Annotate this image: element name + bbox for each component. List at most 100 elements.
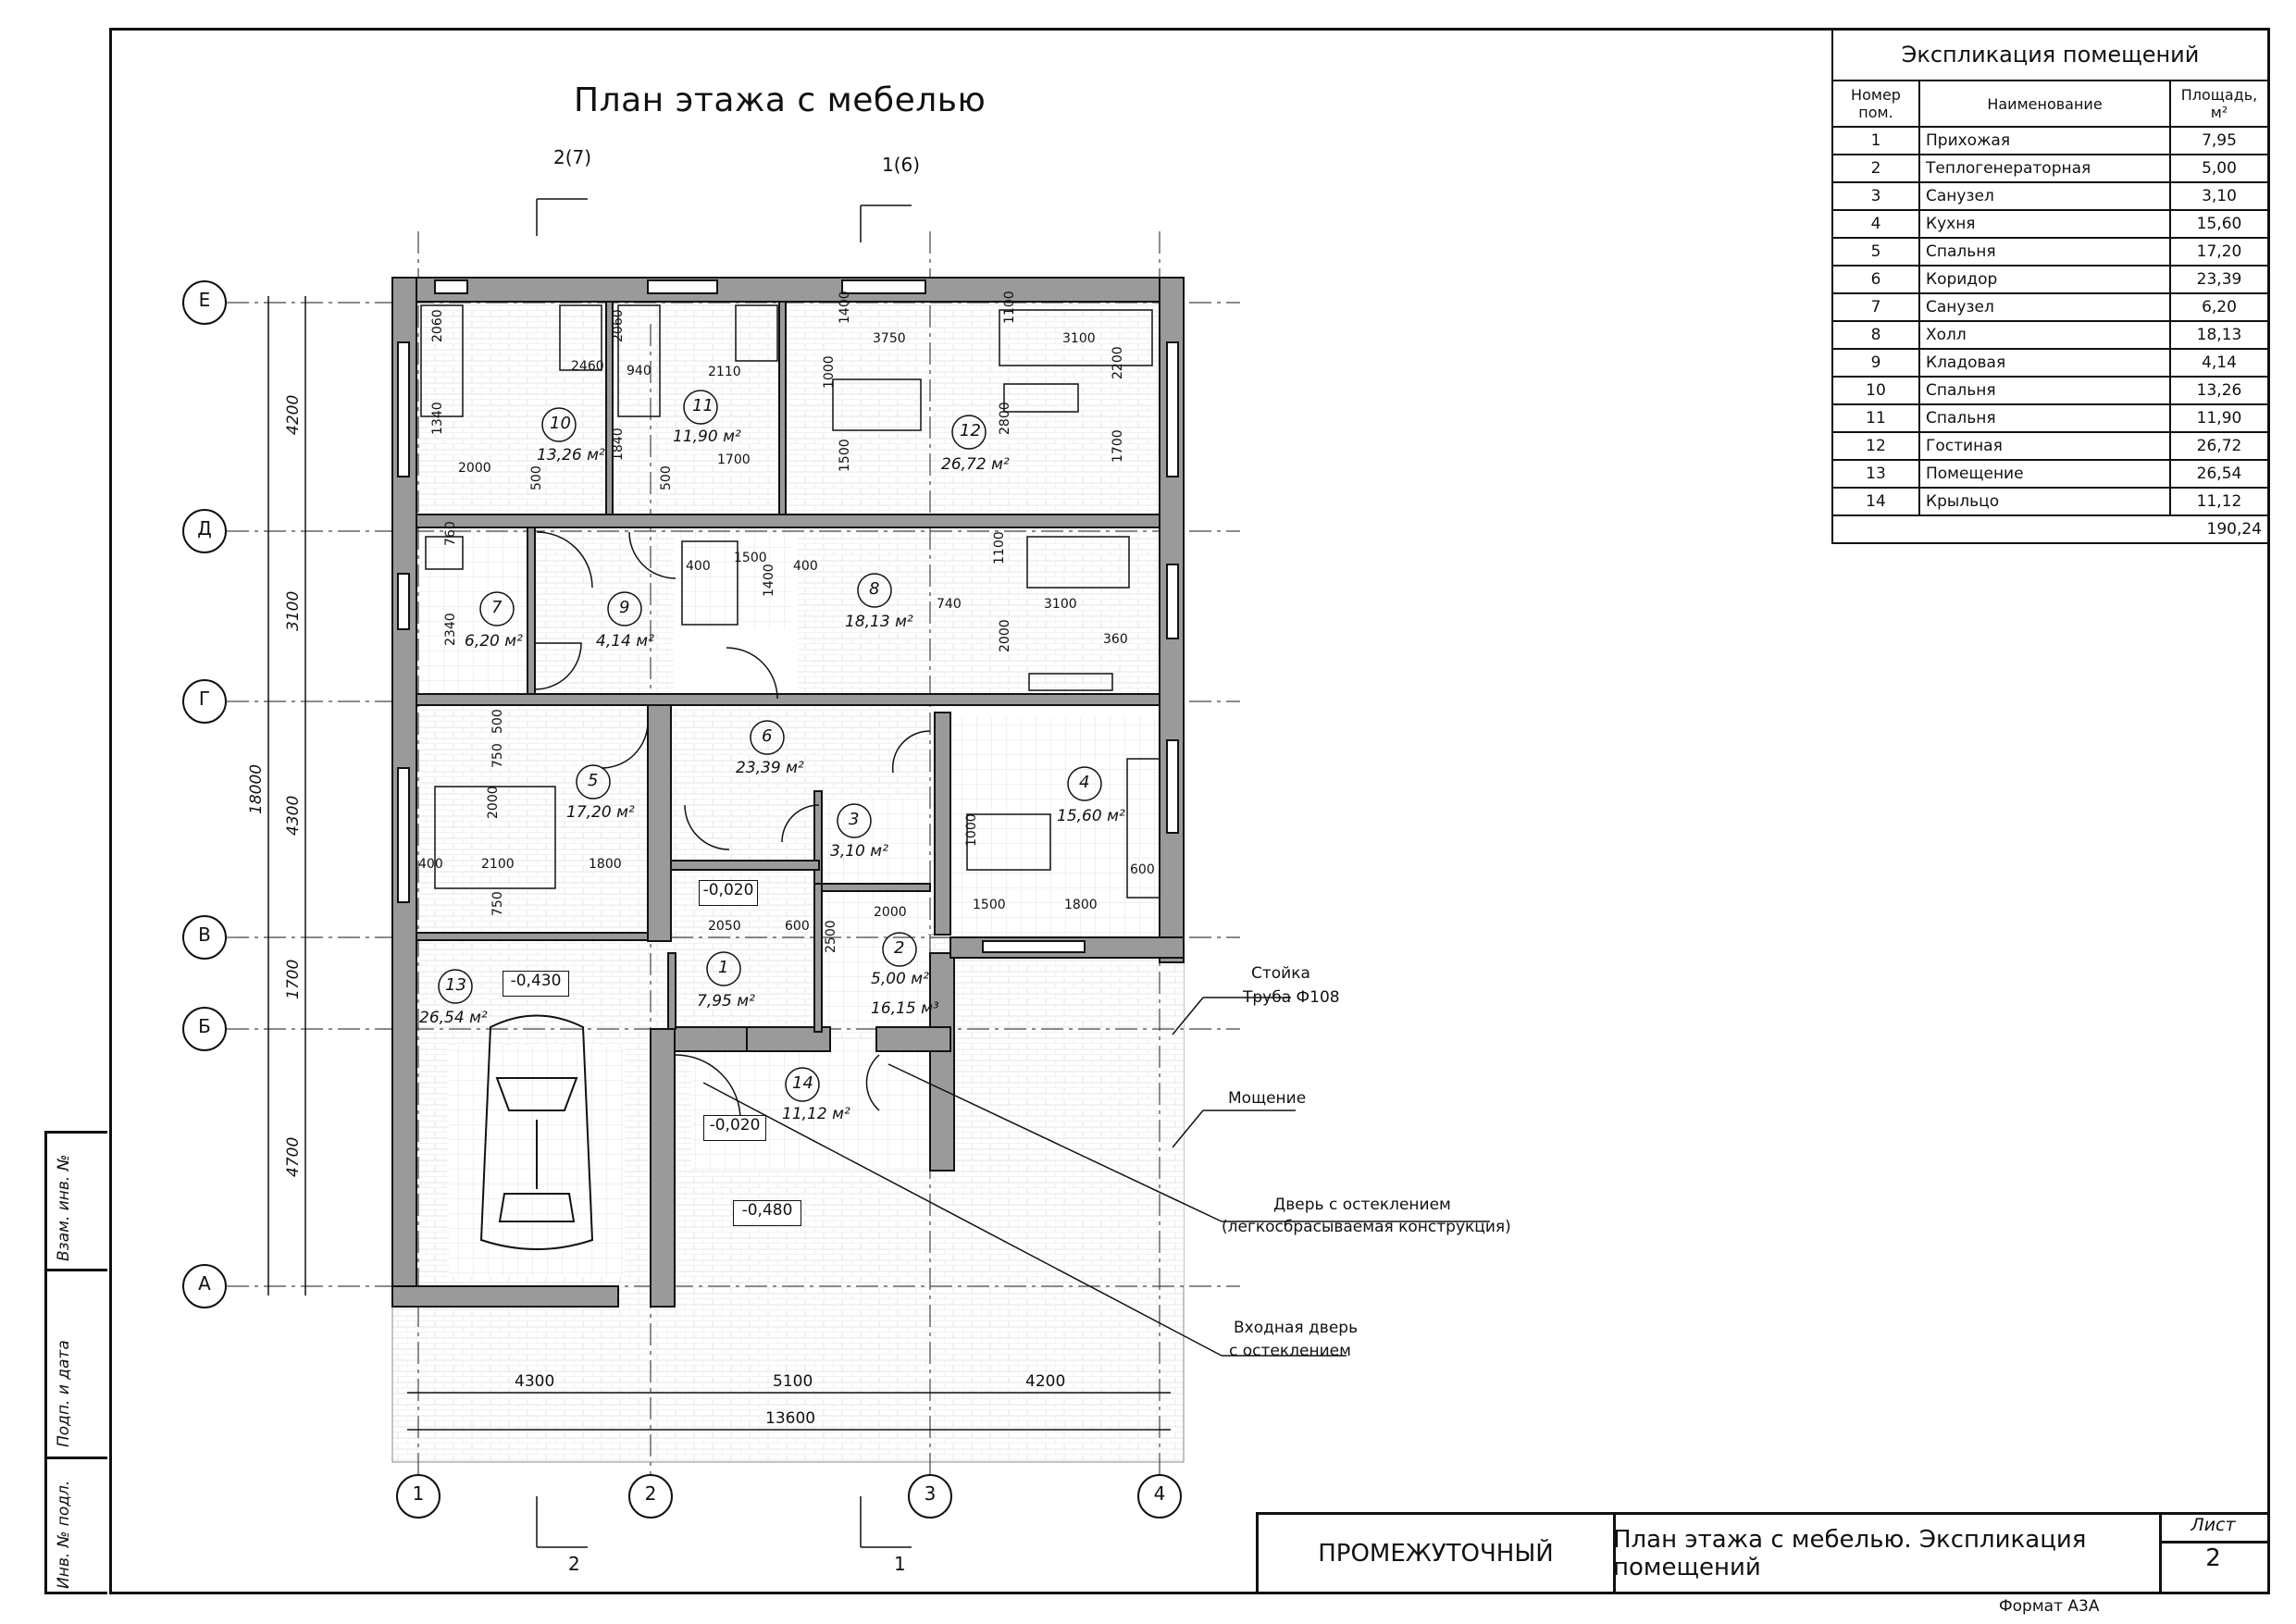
sheet-name: План этажа с мебелью. Экспликация помеще… — [1613, 1515, 2162, 1592]
callout-entry-door: Входная дверь — [1234, 1319, 1359, 1337]
room-volume: 16,15 м³ — [871, 999, 939, 1018]
inner-dimension: 2050 — [708, 919, 741, 934]
inner-dimension: 2110 — [708, 365, 741, 379]
level-mark: -0,480 — [733, 1200, 801, 1226]
room-area: 18,13 м² — [845, 613, 913, 631]
row-area: 11,90 — [2169, 403, 2269, 433]
room-number: 4 — [1079, 773, 1090, 792]
windows — [397, 279, 1179, 953]
section-mark-2: 2 — [568, 1553, 580, 1575]
level-mark: -0,020 — [703, 1115, 766, 1141]
inner-dimension: 1400 — [838, 291, 852, 324]
inner-dimension: 940 — [627, 364, 652, 378]
row-name: Коридор — [1918, 265, 2171, 294]
row-number: 11 — [1831, 403, 1920, 433]
inner-dimension: 1800 — [589, 857, 622, 872]
inner-dimension: 2000 — [874, 905, 907, 920]
callout-column: Стойка — [1251, 964, 1310, 983]
explication-table: Экспликация помещений Номер пом. Наимено… — [1831, 30, 2269, 544]
dim-left-total: 18000 — [247, 763, 266, 814]
inner-dimension: 2100 — [481, 857, 515, 872]
room-number: 7 — [491, 598, 503, 617]
row-number: 12 — [1831, 431, 1920, 461]
row-area: 4,14 — [2169, 348, 2269, 378]
stamp-inv-orig: Инв. № подл. — [55, 1480, 73, 1589]
header-area: Площадь, м² — [2169, 80, 2269, 128]
inner-dimension: 3750 — [873, 331, 906, 346]
room-area: 26,72 м² — [941, 455, 1010, 474]
row-name: Гостиная — [1918, 431, 2171, 461]
row-number: 8 — [1831, 320, 1920, 350]
room-area: 23,39 м² — [736, 759, 804, 777]
room-area: 26,54 м² — [419, 1009, 488, 1027]
row-area: 13,26 — [2169, 376, 2269, 405]
dim-bottom-total: 13600 — [765, 1409, 816, 1428]
dim-left-4300: 4300 — [284, 795, 303, 836]
room-area: 5,00 м² — [871, 970, 929, 988]
row-number: 2 — [1831, 154, 1920, 183]
inner-dimension: 600 — [1130, 862, 1155, 877]
stamp-cell: Инв. № подл. — [44, 1457, 107, 1594]
row-area: 26,72 — [2169, 431, 2269, 461]
dim-bottom-4300: 4300 — [515, 1372, 555, 1391]
inner-dimension: 2500 — [824, 920, 838, 953]
room-number: 12 — [960, 421, 981, 440]
row-name: Теплогенераторная — [1918, 154, 2171, 183]
row-name: Спальня — [1918, 376, 2171, 405]
row-number: 14 — [1831, 487, 1920, 516]
dimension-lines — [267, 198, 1171, 1548]
axis-label-3: 3 — [924, 1482, 937, 1505]
explication-total: 190,24 — [1831, 514, 2269, 544]
inner-dimension: 1700 — [717, 452, 751, 467]
inner-dimension: 2200 — [1111, 346, 1125, 379]
room-area: 3,10 м² — [830, 842, 888, 861]
inner-dimension: 1000 — [822, 355, 837, 389]
dim-left-1700: 1700 — [284, 959, 303, 999]
row-area: 11,12 — [2169, 487, 2269, 516]
inner-dimension: 1500 — [734, 551, 767, 565]
row-number: 10 — [1831, 376, 1920, 405]
inner-dimension: 1700 — [1111, 429, 1125, 463]
room-area: 11,90 м² — [673, 428, 741, 446]
row-number: 7 — [1831, 292, 1920, 322]
inner-dimension: 3100 — [1062, 331, 1096, 346]
side-stamp: Взам. инв. № Подп. и дата Инв. № подл. — [44, 1131, 109, 1594]
stage-label: ПРОМЕЖУТОЧНЫЙ — [1259, 1515, 1616, 1592]
row-area: 17,20 — [2169, 237, 2269, 267]
sheet-number-cell: Лист 2 — [2159, 1515, 2267, 1592]
inner-dimension: 750 — [490, 891, 505, 916]
section-mark-1: 1 — [894, 1553, 906, 1575]
callout-glazed-door: Дверь с остеклением — [1273, 1196, 1451, 1214]
section-mark-1-6: 1(6) — [882, 154, 921, 176]
dim-left-4200: 4200 — [284, 394, 303, 435]
inner-dimension: 1100 — [1002, 291, 1017, 324]
axis-label-v: В — [198, 924, 211, 946]
inner-dimension: 2800 — [998, 402, 1012, 435]
room-number: 9 — [619, 598, 630, 617]
inner-dimension: 400 — [793, 559, 818, 574]
axis-bubbles — [182, 280, 1182, 1519]
axis-label-4: 4 — [1153, 1482, 1166, 1505]
inner-dimension: 1100 — [992, 531, 1007, 564]
car — [449, 1014, 625, 1277]
inner-dimension: 760 — [443, 521, 458, 546]
room-area: 7,95 м² — [697, 992, 755, 1010]
inner-dimension: 750 — [490, 743, 505, 768]
row-name: Прихожая — [1918, 126, 2171, 155]
row-name: Холл — [1918, 320, 2171, 350]
inner-dimension: 1340 — [430, 402, 445, 435]
inner-dimension: 740 — [937, 597, 962, 612]
room-area: 6,20 м² — [465, 632, 523, 651]
row-area: 6,20 — [2169, 292, 2269, 322]
